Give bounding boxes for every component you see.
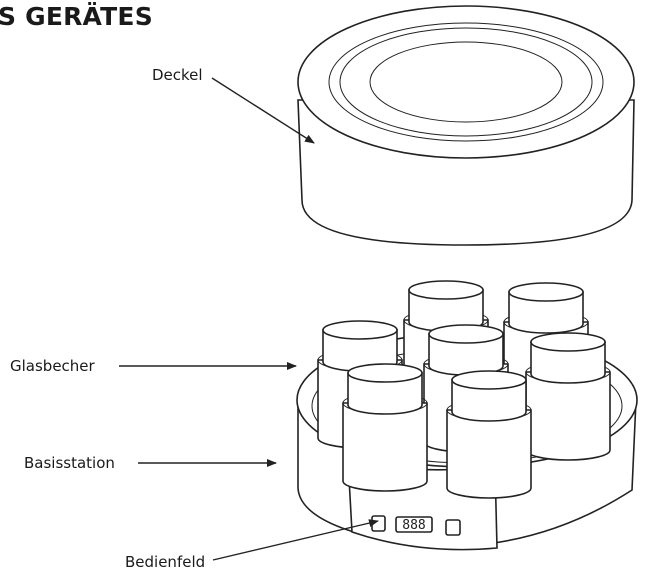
panel-button-left-icon <box>371 515 386 532</box>
label-jars: Glasbecher <box>10 357 95 375</box>
leader-lid-arrow <box>211 77 315 144</box>
panel-button-right-icon <box>445 519 461 536</box>
leader-lines <box>119 77 379 561</box>
label-panel: Bedienfeld <box>125 553 206 571</box>
control-panel-drawing: 888 <box>371 515 461 536</box>
lid-drawing <box>297 5 635 246</box>
leader-panel-arrow <box>212 519 379 561</box>
display-digits: 888 <box>402 518 425 533</box>
digit-display <box>395 516 433 533</box>
label-base: Basisstation <box>24 454 115 472</box>
label-lid: Deckel <box>152 66 203 84</box>
page-title: S GERÄTES <box>0 2 153 31</box>
